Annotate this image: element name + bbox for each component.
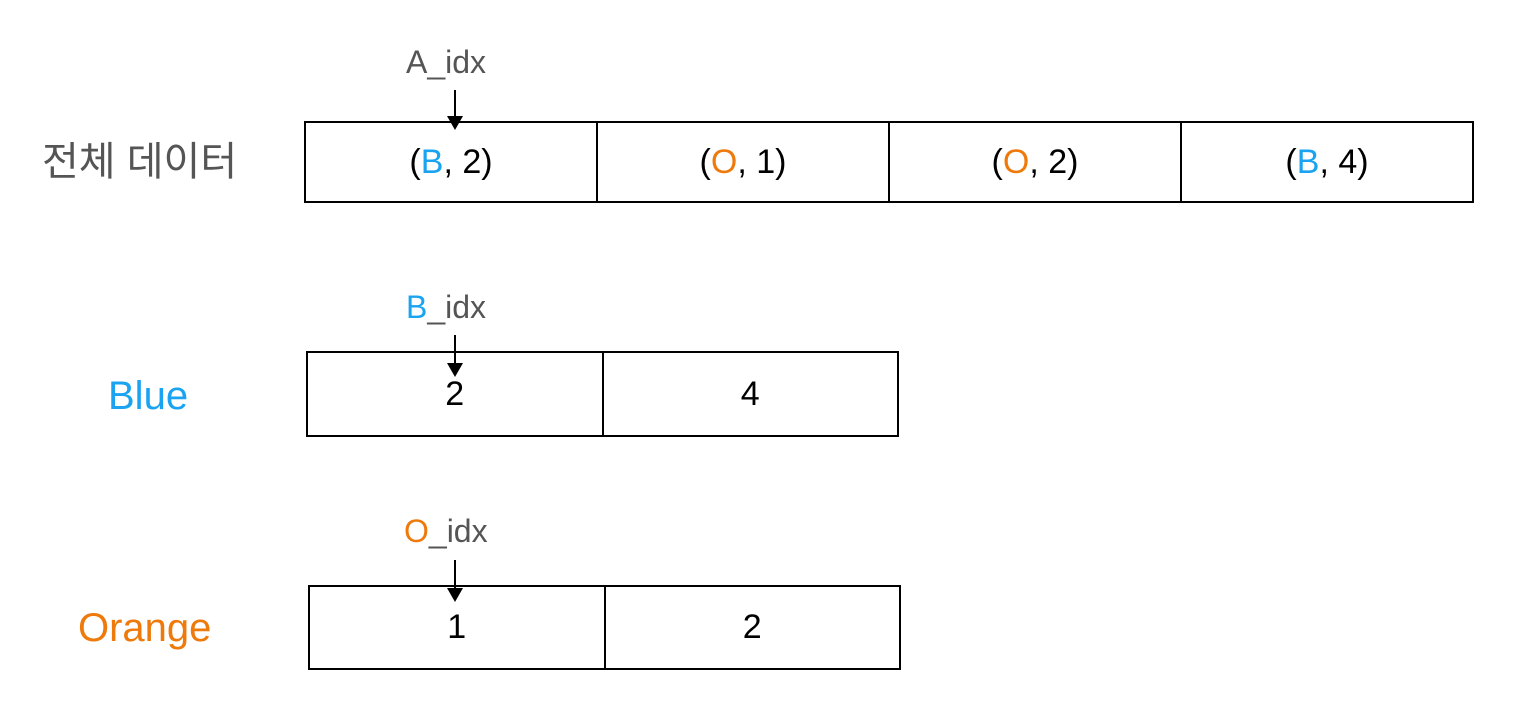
orange-cell: 1 [447,608,467,646]
o-idx-prefix: O [404,513,429,549]
all-data-cell: (B, 2) [306,123,596,201]
b-idx-arrow [447,335,463,377]
b-idx-suffix: _idx [427,289,487,325]
all-data-label: 전체 데이터 [42,140,238,184]
blue-label: Blue [108,374,189,418]
cell-group-letter: O [1002,142,1030,181]
b-idx-pointer-label: B_idx [406,291,486,323]
orange-array: 1 2 [308,585,901,670]
blue-cell: 4 [601,353,898,435]
a-idx-pointer-label: A_idx [406,46,486,78]
a-idx-suffix: _idx [427,44,487,80]
cell-value: , 2) [443,142,493,181]
cell-open-paren: ( [991,142,1003,181]
orange-label: Orange [78,606,212,650]
cell-value: , 1) [737,142,787,181]
cell-open-paren: ( [409,142,421,181]
b-idx-prefix: B [406,289,428,325]
a-idx-prefix: A [406,44,428,80]
all-data-cell: (B, 4) [1180,123,1472,201]
all-data-array: (B, 2) (O, 1) (O, 2) (B, 4) [304,121,1474,203]
o-idx-pointer-label: O_idx [404,515,488,547]
cell-group-letter: O [710,142,738,181]
cell-open-paren: ( [699,142,711,181]
cell-value: , 4) [1319,142,1369,181]
all-data-cell: (O, 2) [888,123,1180,201]
all-data-cell: (O, 1) [596,123,888,201]
cell-group-letter: B [1296,142,1320,181]
o-idx-arrow [447,560,463,602]
cell-group-letter: B [420,142,444,181]
cell-value: , 2) [1029,142,1079,181]
cell-open-paren: ( [1285,142,1297,181]
blue-cell: 2 [445,374,465,413]
blue-array: 2 4 [306,351,899,437]
o-idx-suffix: _idx [428,513,488,549]
a-idx-arrow [447,90,463,130]
orange-cell: 2 [603,587,900,668]
